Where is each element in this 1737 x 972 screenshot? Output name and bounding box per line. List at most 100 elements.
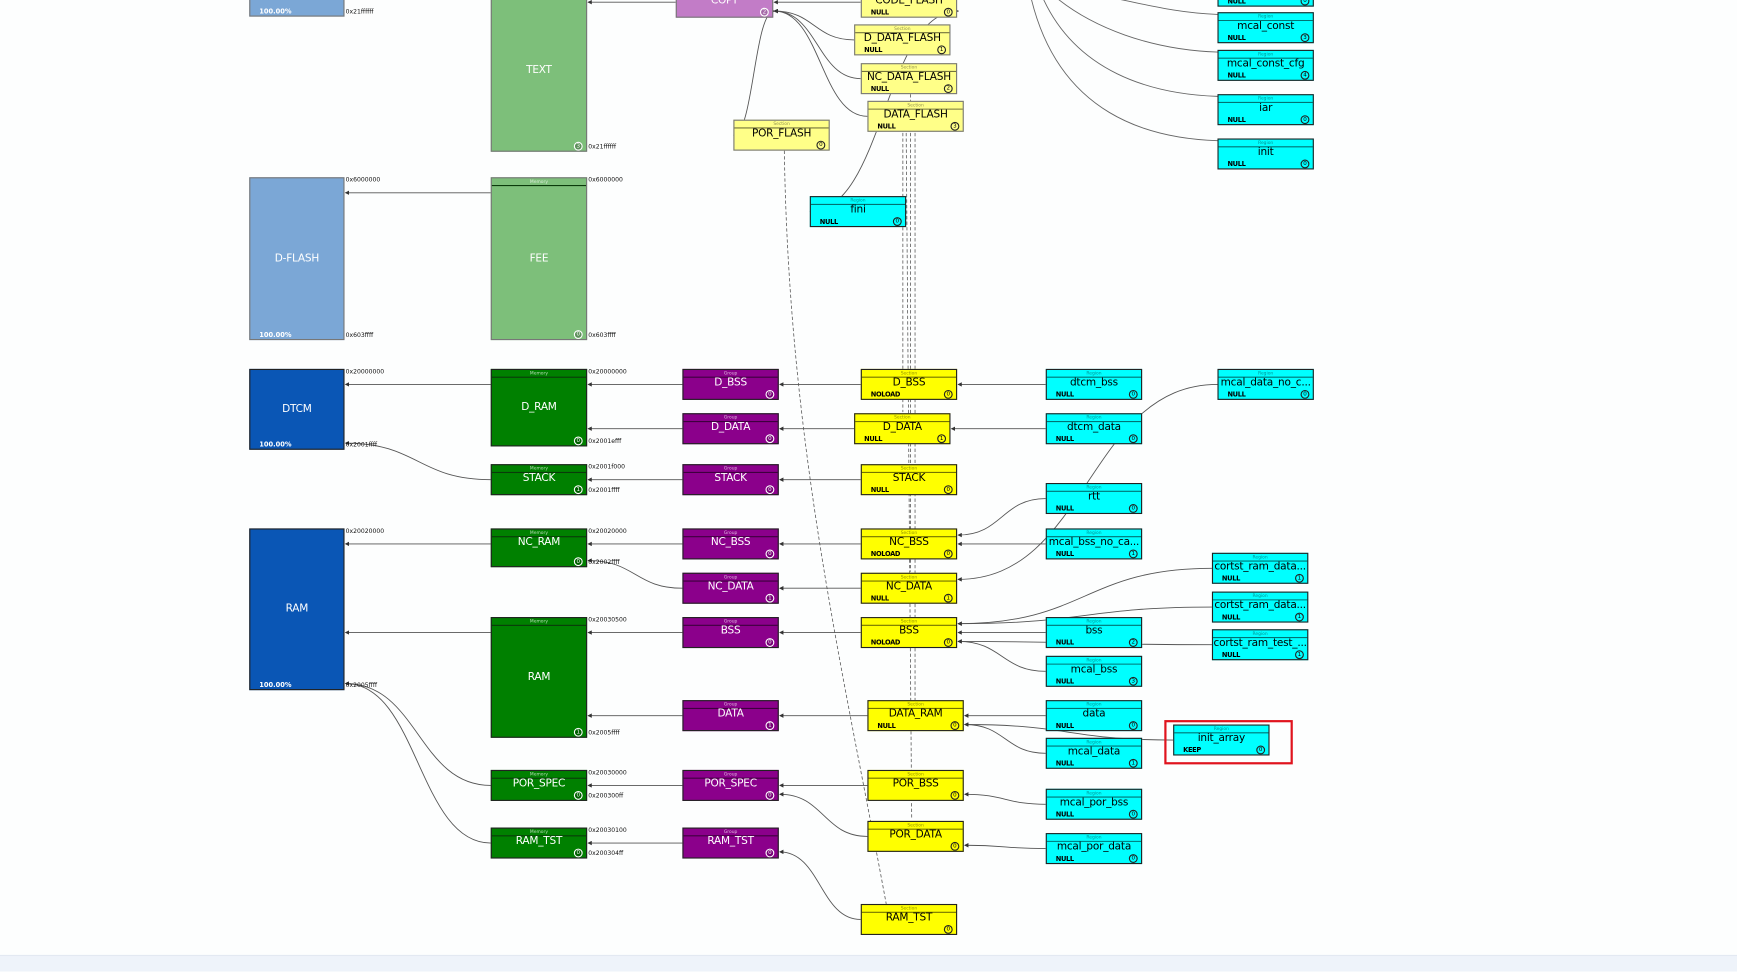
group-node[interactable]: GroupCOPY2 xyxy=(675,0,774,18)
node-type-header: Section xyxy=(868,701,963,709)
count-badge-icon: 0 xyxy=(892,217,902,226)
node-label: fini xyxy=(850,203,866,217)
usage-percent: 100.00% xyxy=(259,681,292,690)
count-badge-icon: 1 xyxy=(1295,650,1304,660)
node-type-header: Region xyxy=(1046,530,1142,538)
node-label: DATA xyxy=(717,707,744,721)
node-flag: NULL xyxy=(864,46,883,55)
count-badge-icon: 0 xyxy=(765,790,775,800)
count-badge-icon: 0 xyxy=(950,841,960,851)
memory-node[interactable]: MemoryTEXT3 xyxy=(490,0,588,152)
node-flag: NULL xyxy=(1221,651,1241,660)
node-label: D_BSS xyxy=(714,376,747,389)
connection-edge xyxy=(957,606,1212,626)
node-label: dtcm_data xyxy=(1067,420,1121,434)
connection-edge xyxy=(1058,0,1218,53)
start-address: 0x2001f000 xyxy=(588,464,626,471)
node-type-header: Group xyxy=(683,829,778,837)
count-badge-icon: 0 xyxy=(765,434,775,444)
node-type-header: Region xyxy=(1218,51,1313,59)
node-type-header: Region xyxy=(1174,726,1269,734)
connection-edge xyxy=(1043,0,1218,97)
count-badge-icon: 0 xyxy=(1300,0,1310,6)
node-label: mcal_por_data xyxy=(1056,840,1132,854)
end-address: 0x21ffffff xyxy=(345,8,374,16)
count-badge-icon: 0 xyxy=(1128,854,1138,863)
connection-edge xyxy=(779,792,868,837)
count-badge-icon: 0 xyxy=(1300,389,1310,399)
node-type-header: Group xyxy=(683,618,778,626)
region-node[interactable]: RegionNULL0 xyxy=(1217,0,1314,7)
end-address: 0x2002ffff xyxy=(588,559,620,567)
node-label: FEE xyxy=(529,252,549,265)
node-label: D_DATA_FLASH xyxy=(863,32,941,45)
node-label: RAM xyxy=(527,670,551,683)
node-label: RAM_TST xyxy=(707,835,754,848)
count-badge-icon: 3 xyxy=(573,141,583,151)
connection-edge xyxy=(964,792,1046,805)
physical-memory-node[interactable]: 100.00% xyxy=(249,0,345,17)
node-type-header: Region xyxy=(1213,630,1308,639)
count-badge-icon: 0 xyxy=(1300,115,1310,125)
node-label: NC_RAM xyxy=(517,536,561,549)
usage-percent: 100.00% xyxy=(259,331,292,339)
node-flag: NOLOAD xyxy=(870,639,901,647)
count-badge-icon: 0 xyxy=(943,549,953,559)
